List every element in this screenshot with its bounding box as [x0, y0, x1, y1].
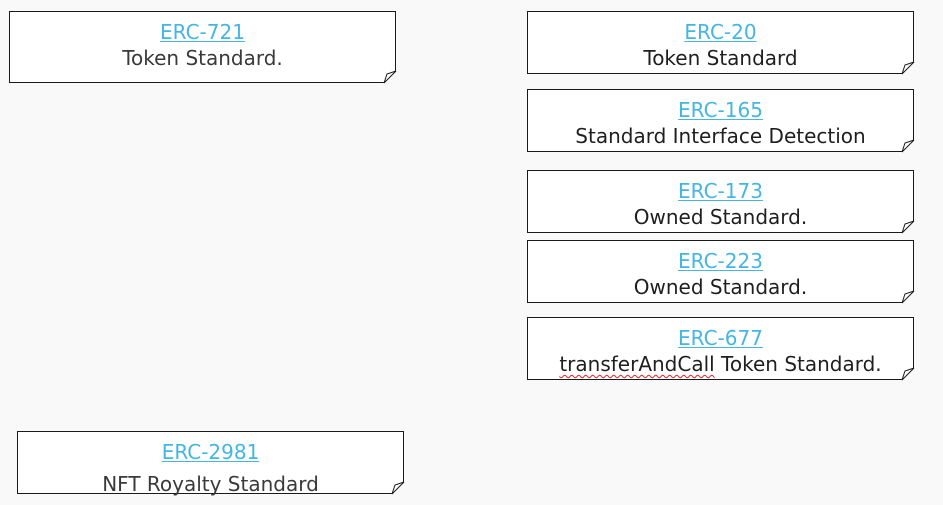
erc-20-description: Token Standard: [643, 46, 798, 70]
note-erc-721: ERC-721 Token Standard.: [9, 11, 397, 84]
erc-223-description: Owned Standard.: [633, 275, 808, 299]
folded-corner-icon: [901, 367, 915, 381]
folded-corner-icon: [901, 139, 915, 153]
erc-2981-link[interactable]: ERC-2981: [161, 440, 260, 464]
note-erc-223: ERC-223 Owned Standard.: [527, 240, 915, 304]
erc-721-link[interactable]: ERC-721: [160, 20, 245, 44]
folded-corner-icon: [391, 481, 405, 495]
note-erc-20: ERC-20 Token Standard: [527, 11, 915, 75]
note-erc-165: ERC-165 Standard Interface Detection: [527, 89, 915, 153]
erc-173-description: Owned Standard.: [633, 205, 808, 229]
note-erc-173: ERC-173 Owned Standard.: [527, 170, 915, 234]
folded-corner-icon: [901, 290, 915, 304]
note-erc-2981: ERC-2981 NFT Royalty Standard: [17, 431, 405, 496]
erc-2981-description: NFT Royalty Standard: [102, 472, 319, 496]
erc-165-description: Standard Interface Detection: [575, 124, 866, 148]
erc-173-link[interactable]: ERC-173: [678, 179, 763, 203]
erc-20-link[interactable]: ERC-20: [684, 20, 757, 44]
erc-165-link[interactable]: ERC-165: [678, 98, 763, 122]
erc-223-link[interactable]: ERC-223: [678, 249, 763, 273]
folded-corner-icon: [383, 70, 397, 84]
folded-corner-icon: [901, 61, 915, 75]
note-erc-677: ERC-677 transferAndCall Token Standard.: [527, 317, 915, 381]
erc-721-description: Token Standard.: [122, 46, 283, 70]
erc-677-link[interactable]: ERC-677: [678, 326, 763, 350]
erc-677-description-rest: Token Standard.: [714, 352, 882, 376]
erc-677-description: transferAndCall Token Standard.: [528, 352, 913, 376]
folded-corner-icon: [901, 220, 915, 234]
spellcheck-flagged-word: transferAndCall: [559, 352, 715, 376]
